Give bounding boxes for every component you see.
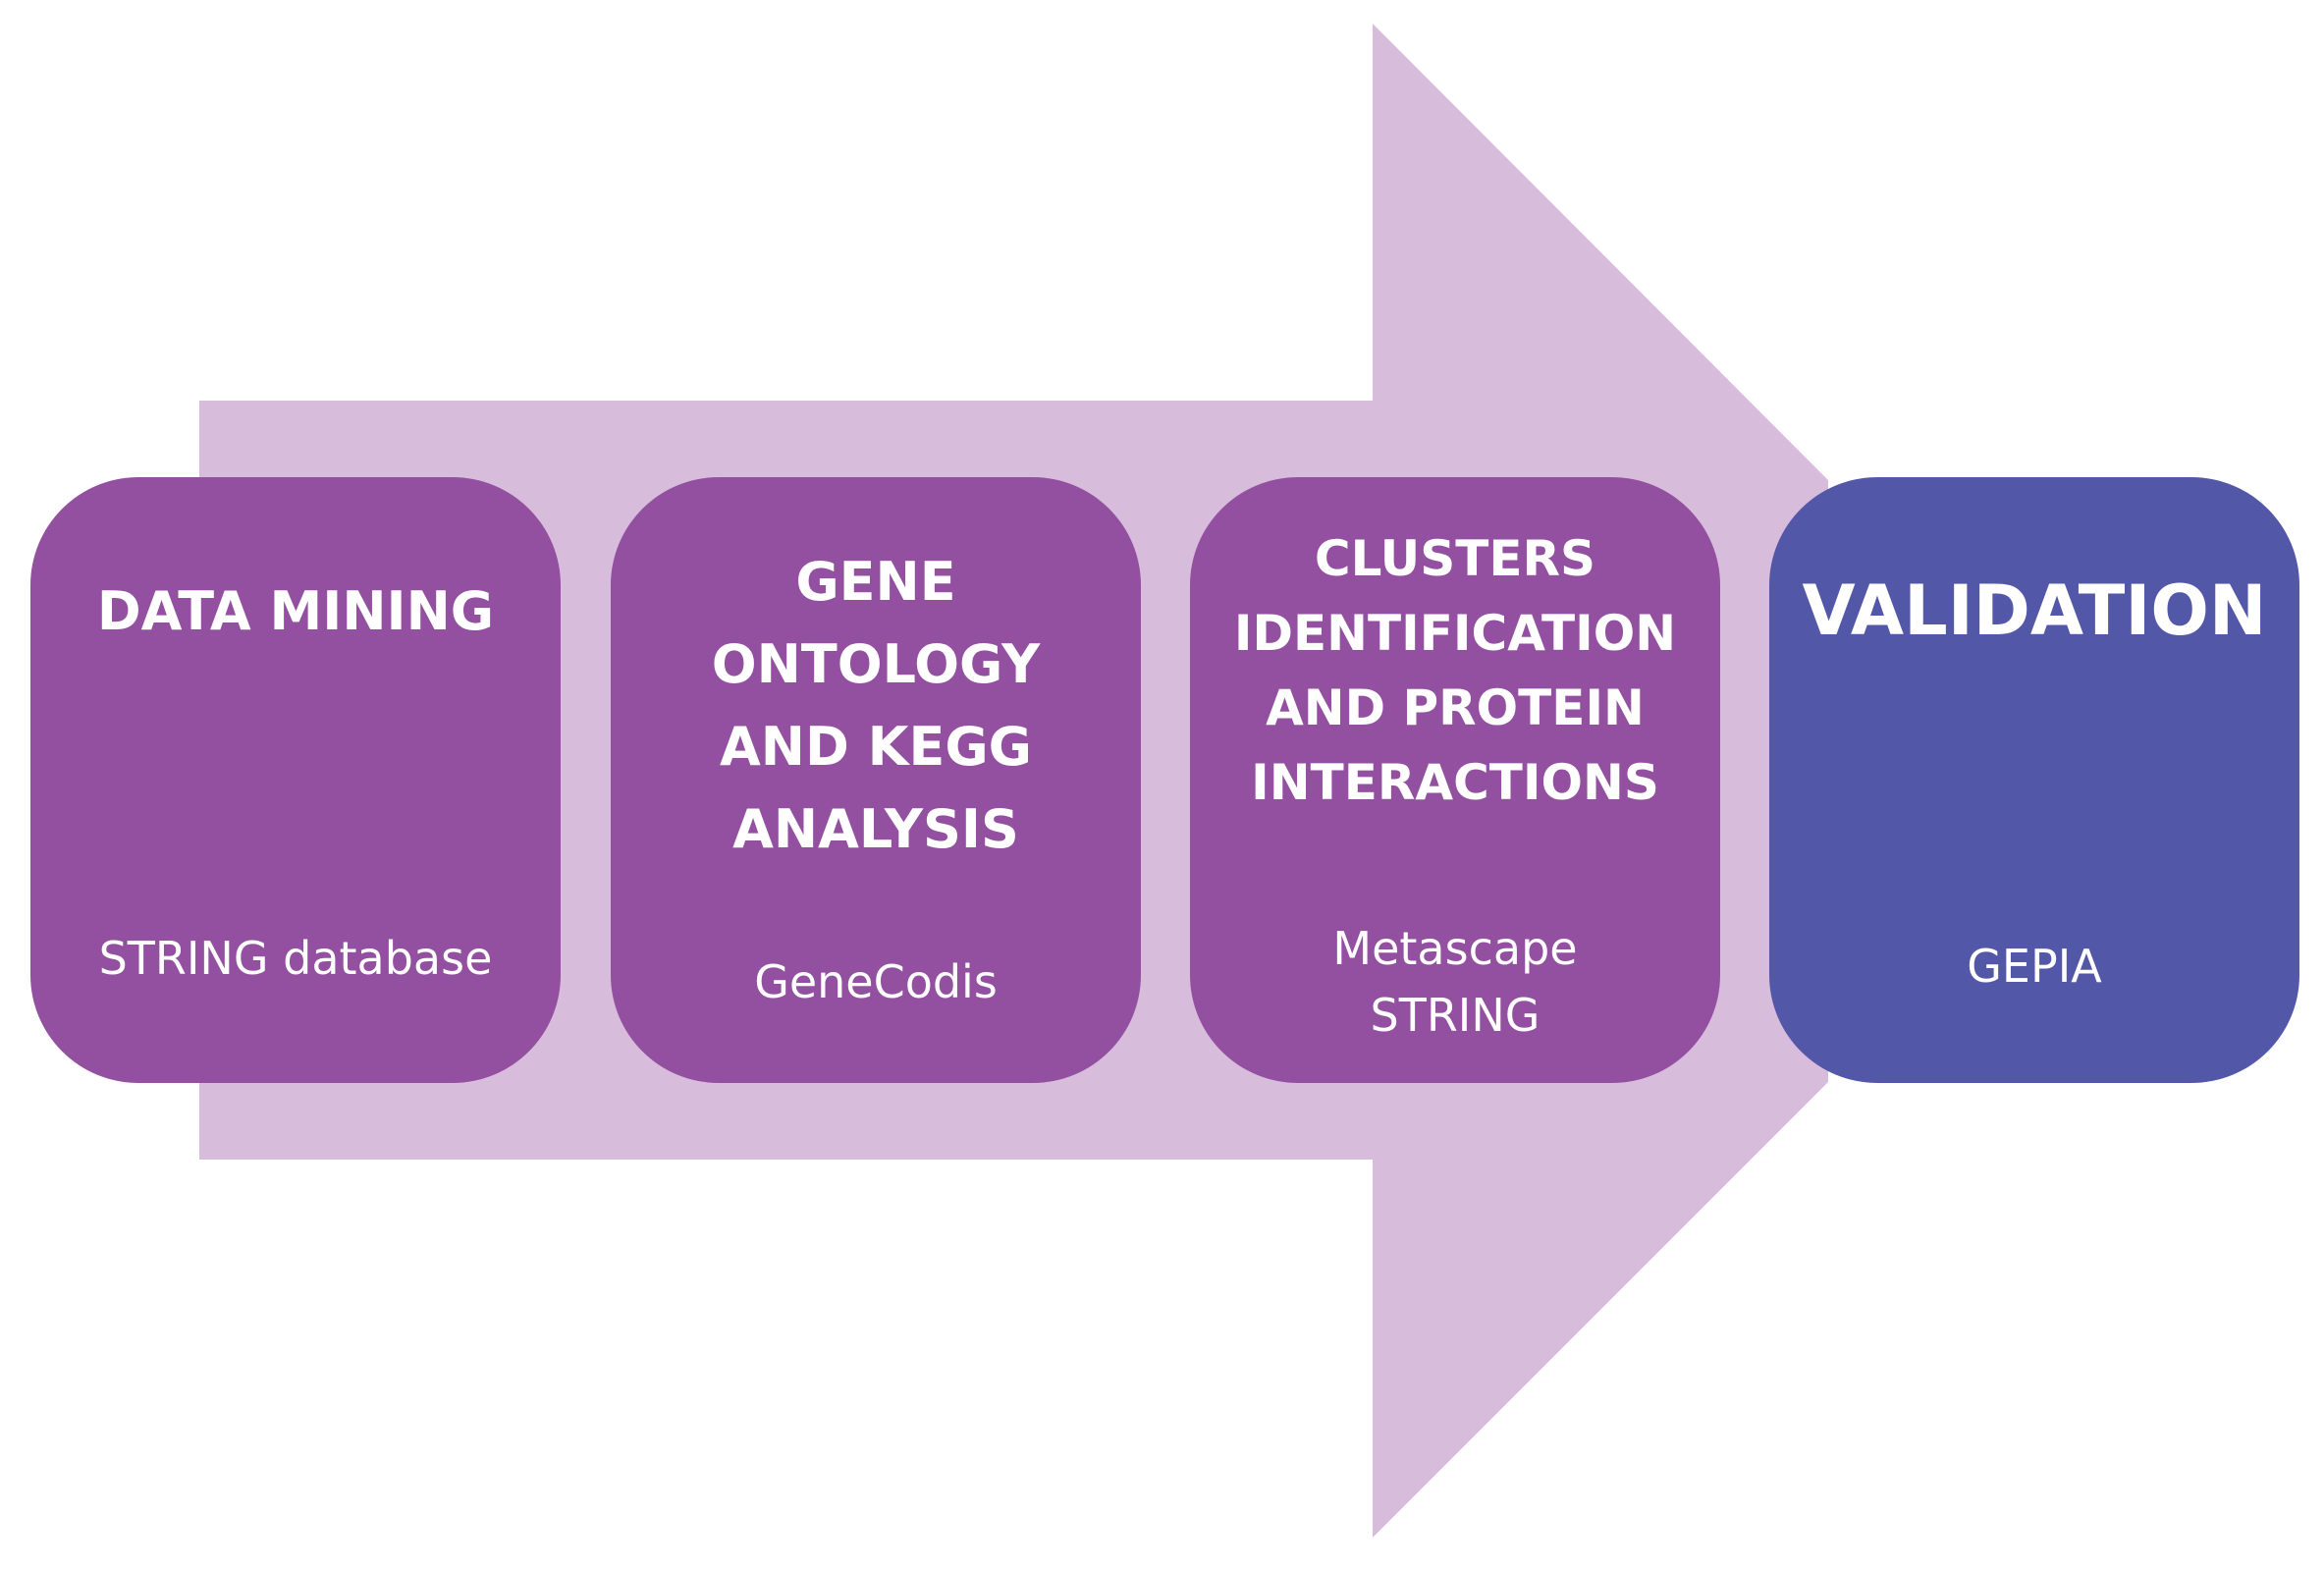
stage-title: GENE ONTOLOGY AND KEGG ANALYSIS <box>711 551 1041 860</box>
stage-tool: STRING database <box>98 932 493 985</box>
stage-title: CLUSTERS IDENTIFICATION AND PROTEIN INTE… <box>1233 530 1677 811</box>
stage-tool: GeneCodis <box>754 955 998 1008</box>
stage-title: VALIDATION <box>1802 570 2267 651</box>
stage-validation: VALIDATION GEPIA <box>1769 477 2299 1083</box>
stage-tool: Metascape STRING <box>1332 922 1578 1042</box>
stage-gene-ontology-kegg: GENE ONTOLOGY AND KEGG ANALYSIS GeneCodi… <box>611 477 1141 1083</box>
stage-clusters-protein-interactions: CLUSTERS IDENTIFICATION AND PROTEIN INTE… <box>1190 477 1720 1083</box>
stage-data-mining: DATA MINING STRING database <box>30 477 561 1083</box>
stage-tool: GEPIA <box>1967 940 2102 993</box>
stage-title: DATA MINING <box>96 580 495 642</box>
